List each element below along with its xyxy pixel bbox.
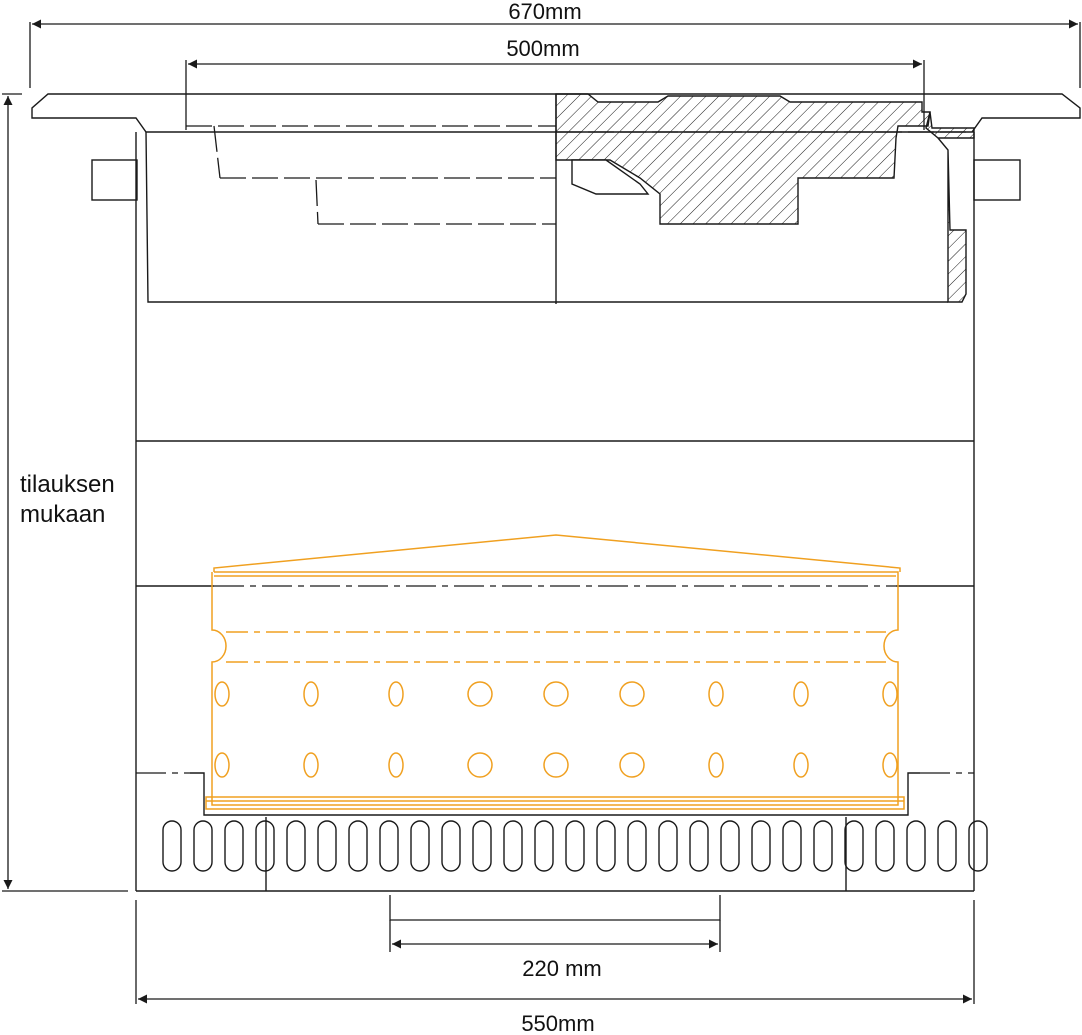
drain-slot	[596, 820, 616, 872]
drain-slot	[627, 820, 647, 872]
drain-slot	[534, 820, 554, 872]
bottom-slots	[162, 820, 988, 872]
drain-slot	[193, 820, 213, 872]
dimension-outlet-width	[389, 895, 721, 952]
drain-slot	[689, 820, 709, 872]
basket-hole	[882, 752, 898, 778]
drain-slot	[906, 820, 926, 872]
basket-hole	[793, 752, 809, 778]
dimension-height	[2, 93, 128, 892]
basket-hole	[882, 681, 898, 707]
drain-slot	[472, 820, 492, 872]
dimension-inner-width-label: 500mm	[506, 36, 579, 61]
basket-hole	[619, 681, 645, 707]
gully-body	[135, 132, 975, 892]
dimension-outlet-width-label: 220 mm	[522, 956, 601, 981]
basket-hole	[793, 681, 809, 707]
basket-hole	[619, 752, 645, 778]
drain-slot	[813, 820, 833, 872]
drain-slot	[503, 820, 523, 872]
basket-hole	[708, 681, 724, 707]
drain-slot	[441, 820, 461, 872]
dimension-height-label-line2: mukaan	[20, 501, 105, 528]
basket-hole	[388, 752, 404, 778]
basket-hole	[467, 752, 493, 778]
drain-slot	[162, 820, 182, 872]
drain-slot	[410, 820, 430, 872]
drain-slot	[782, 820, 802, 872]
dimension-top-width	[29, 19, 1081, 88]
basket-hole	[543, 752, 569, 778]
drain-slot	[875, 820, 895, 872]
body-hidden-lines	[136, 585, 974, 774]
basket-hole	[303, 752, 319, 778]
grate-cross-section	[555, 93, 975, 303]
drain-slot	[565, 820, 585, 872]
filter-basket-hidden	[226, 631, 886, 663]
drain-slot	[348, 820, 368, 872]
basket-hole	[708, 752, 724, 778]
basket-hole	[543, 681, 569, 707]
grate-hidden-lines	[186, 125, 974, 225]
basket-hole	[467, 681, 493, 707]
dimension-bottom-width	[135, 900, 975, 1004]
basket-hole	[303, 681, 319, 707]
body-inner-step	[190, 772, 920, 891]
filter-basket	[205, 534, 905, 810]
drain-slot	[286, 820, 306, 872]
drain-slot	[317, 820, 337, 872]
filter-basket-holes	[214, 681, 898, 778]
basket-hole	[214, 752, 230, 778]
dimension-top-width-label: 670mm	[508, 0, 581, 24]
drain-slot	[658, 820, 678, 872]
drain-slot	[224, 820, 244, 872]
drain-slot	[255, 820, 275, 872]
drain-slot	[751, 820, 771, 872]
drain-slot	[844, 820, 864, 872]
drain-slot	[720, 820, 740, 872]
basket-hole	[388, 681, 404, 707]
dimension-height-label-line1: tilauksen	[20, 471, 115, 498]
dimension-bottom-width-label: 550mm	[521, 1011, 594, 1035]
drain-slot	[968, 820, 988, 872]
basket-hole	[214, 681, 230, 707]
drain-slot	[379, 820, 399, 872]
drain-slot	[937, 820, 957, 872]
